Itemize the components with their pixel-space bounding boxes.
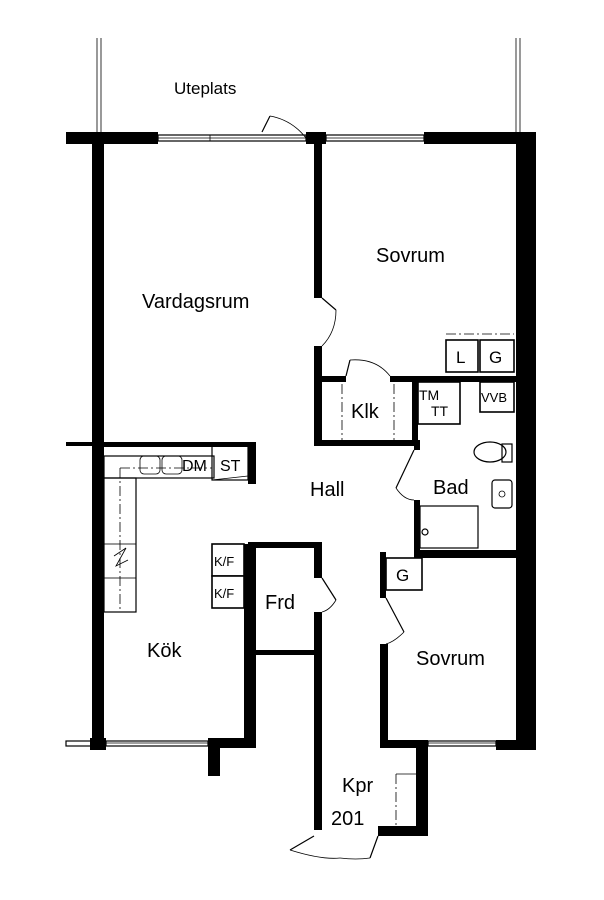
walls [66,132,536,836]
fixture-label-g-bottom: G [396,566,409,585]
doors [261,115,415,860]
label-uteplats: Uteplats [174,79,236,98]
label-bad: Bad [433,477,469,499]
fixture-label-g-top: G [489,348,502,367]
fixture-label-st: ST [220,458,241,475]
fixture-label-tm: TM [419,387,439,403]
fixtures [103,333,515,826]
fixture-label-tt: TT [431,403,449,419]
fixture-label-dm: DM [182,458,207,475]
label-vardagsrum: Vardagsrum [142,291,249,313]
label-apartment-number: 201 [331,808,364,830]
label-klk: Klk [351,401,380,423]
fixture-label-vvb: VVB [481,390,507,405]
label-kpr: Kpr [342,775,373,797]
label-sovrum-top: Sovrum [376,245,445,267]
fixture-label-kf-2: K/F [214,586,234,601]
label-frd: Frd [265,592,295,614]
label-hall: Hall [310,479,344,501]
label-sovrum-bottom: Sovrum [416,648,485,670]
fixture-label-kf-1: K/F [214,554,234,569]
label-kok: Kök [147,640,182,662]
fixture-label-l: L [456,348,465,367]
